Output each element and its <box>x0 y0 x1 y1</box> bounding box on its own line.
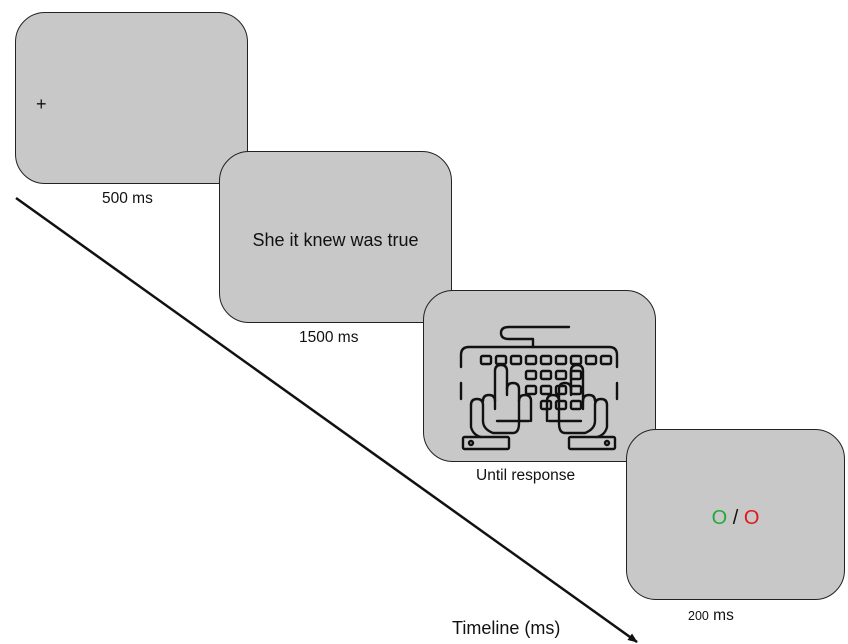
feedback-screen: O / O <box>626 429 845 600</box>
response-screen <box>423 290 656 462</box>
feedback-duration-value: 200 <box>688 609 709 623</box>
feedback-duration: 200 ms <box>688 607 734 625</box>
timeline-label: Timeline (ms) <box>452 618 561 638</box>
feedback-separator: / <box>727 507 744 529</box>
feedback-correct-symbol: O <box>711 507 728 529</box>
sentence-duration: 1500 ms <box>299 329 359 346</box>
fixation-cross: + <box>36 94 47 114</box>
fixation-duration: 500 ms <box>102 190 153 207</box>
keyboard-hands-icon <box>459 325 619 451</box>
feedback-duration-unit: ms <box>708 607 734 624</box>
feedback-symbols: O / O <box>627 507 844 530</box>
sentence-screen: She it knew was true <box>219 151 452 323</box>
response-duration: Until response <box>476 467 576 484</box>
fixation-screen: + <box>15 12 248 184</box>
sentence-text: She it knew was true <box>252 230 419 250</box>
feedback-incorrect-symbol: O <box>743 507 760 529</box>
